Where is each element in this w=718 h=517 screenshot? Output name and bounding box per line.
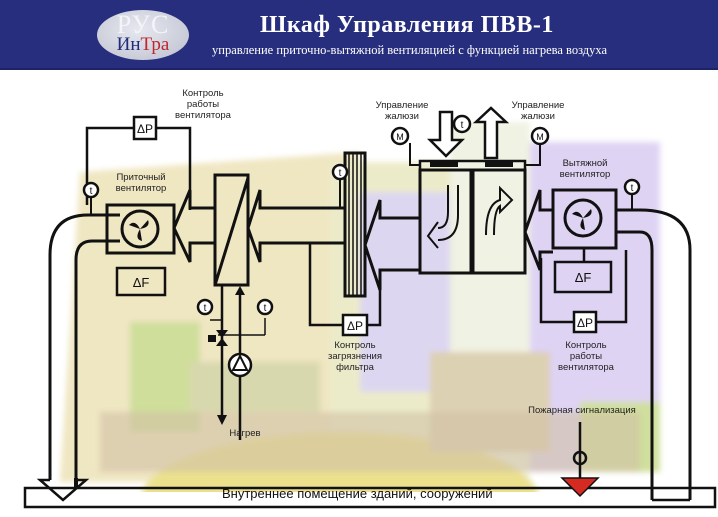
- label-damper-right: Управление жалюзи: [511, 100, 565, 122]
- label-heating: Нагрев: [229, 428, 261, 439]
- page-title: Шкаф Управления ПВВ-1: [260, 12, 554, 38]
- svg-text:ΔP: ΔP: [137, 122, 153, 136]
- label-fire-alarm: Пожарная сигнализация: [528, 405, 636, 416]
- page-subtitle: управление приточно-вытяжной вентиляцией…: [212, 43, 608, 57]
- svg-text:t: t: [631, 183, 634, 194]
- svg-text:M: M: [536, 132, 544, 142]
- label-supply-fan: Приточный вентилятор: [115, 172, 167, 194]
- svg-text:t: t: [264, 303, 267, 314]
- label-damper-left: Управление жалюзи: [375, 100, 429, 122]
- svg-text:t: t: [90, 186, 93, 197]
- svg-text:t: t: [204, 303, 207, 314]
- logo-text-bottom: ИнТра: [116, 34, 170, 55]
- svg-text:ΔP: ΔP: [347, 319, 363, 333]
- header-banner: РУС ИнТра Шкаф Управления ПВВ-1 управлен…: [0, 0, 718, 70]
- svg-text:t: t: [461, 120, 464, 131]
- label-filter-control: Контроль загрязнения фильтра: [327, 340, 382, 373]
- svg-text:ΔF: ΔF: [575, 270, 592, 285]
- label-room: Внутреннее помещение зданий, сооружений: [222, 486, 493, 501]
- company-logo: РУС ИнТра: [97, 10, 189, 60]
- label-exhaust-fan: Вытяжной вентилятор: [559, 158, 611, 180]
- logo-text-top: РУС: [116, 10, 170, 39]
- room-background: [60, 122, 660, 492]
- svg-text:ΔF: ΔF: [133, 275, 150, 290]
- label-fan-control-right: Контроль работы вентилятора: [558, 340, 614, 373]
- svg-text:t: t: [339, 168, 342, 179]
- svg-text:ΔP: ΔP: [577, 316, 593, 330]
- svg-text:M: M: [396, 132, 404, 142]
- label-fan-control-left: Контроль работы вентилятора: [175, 88, 231, 121]
